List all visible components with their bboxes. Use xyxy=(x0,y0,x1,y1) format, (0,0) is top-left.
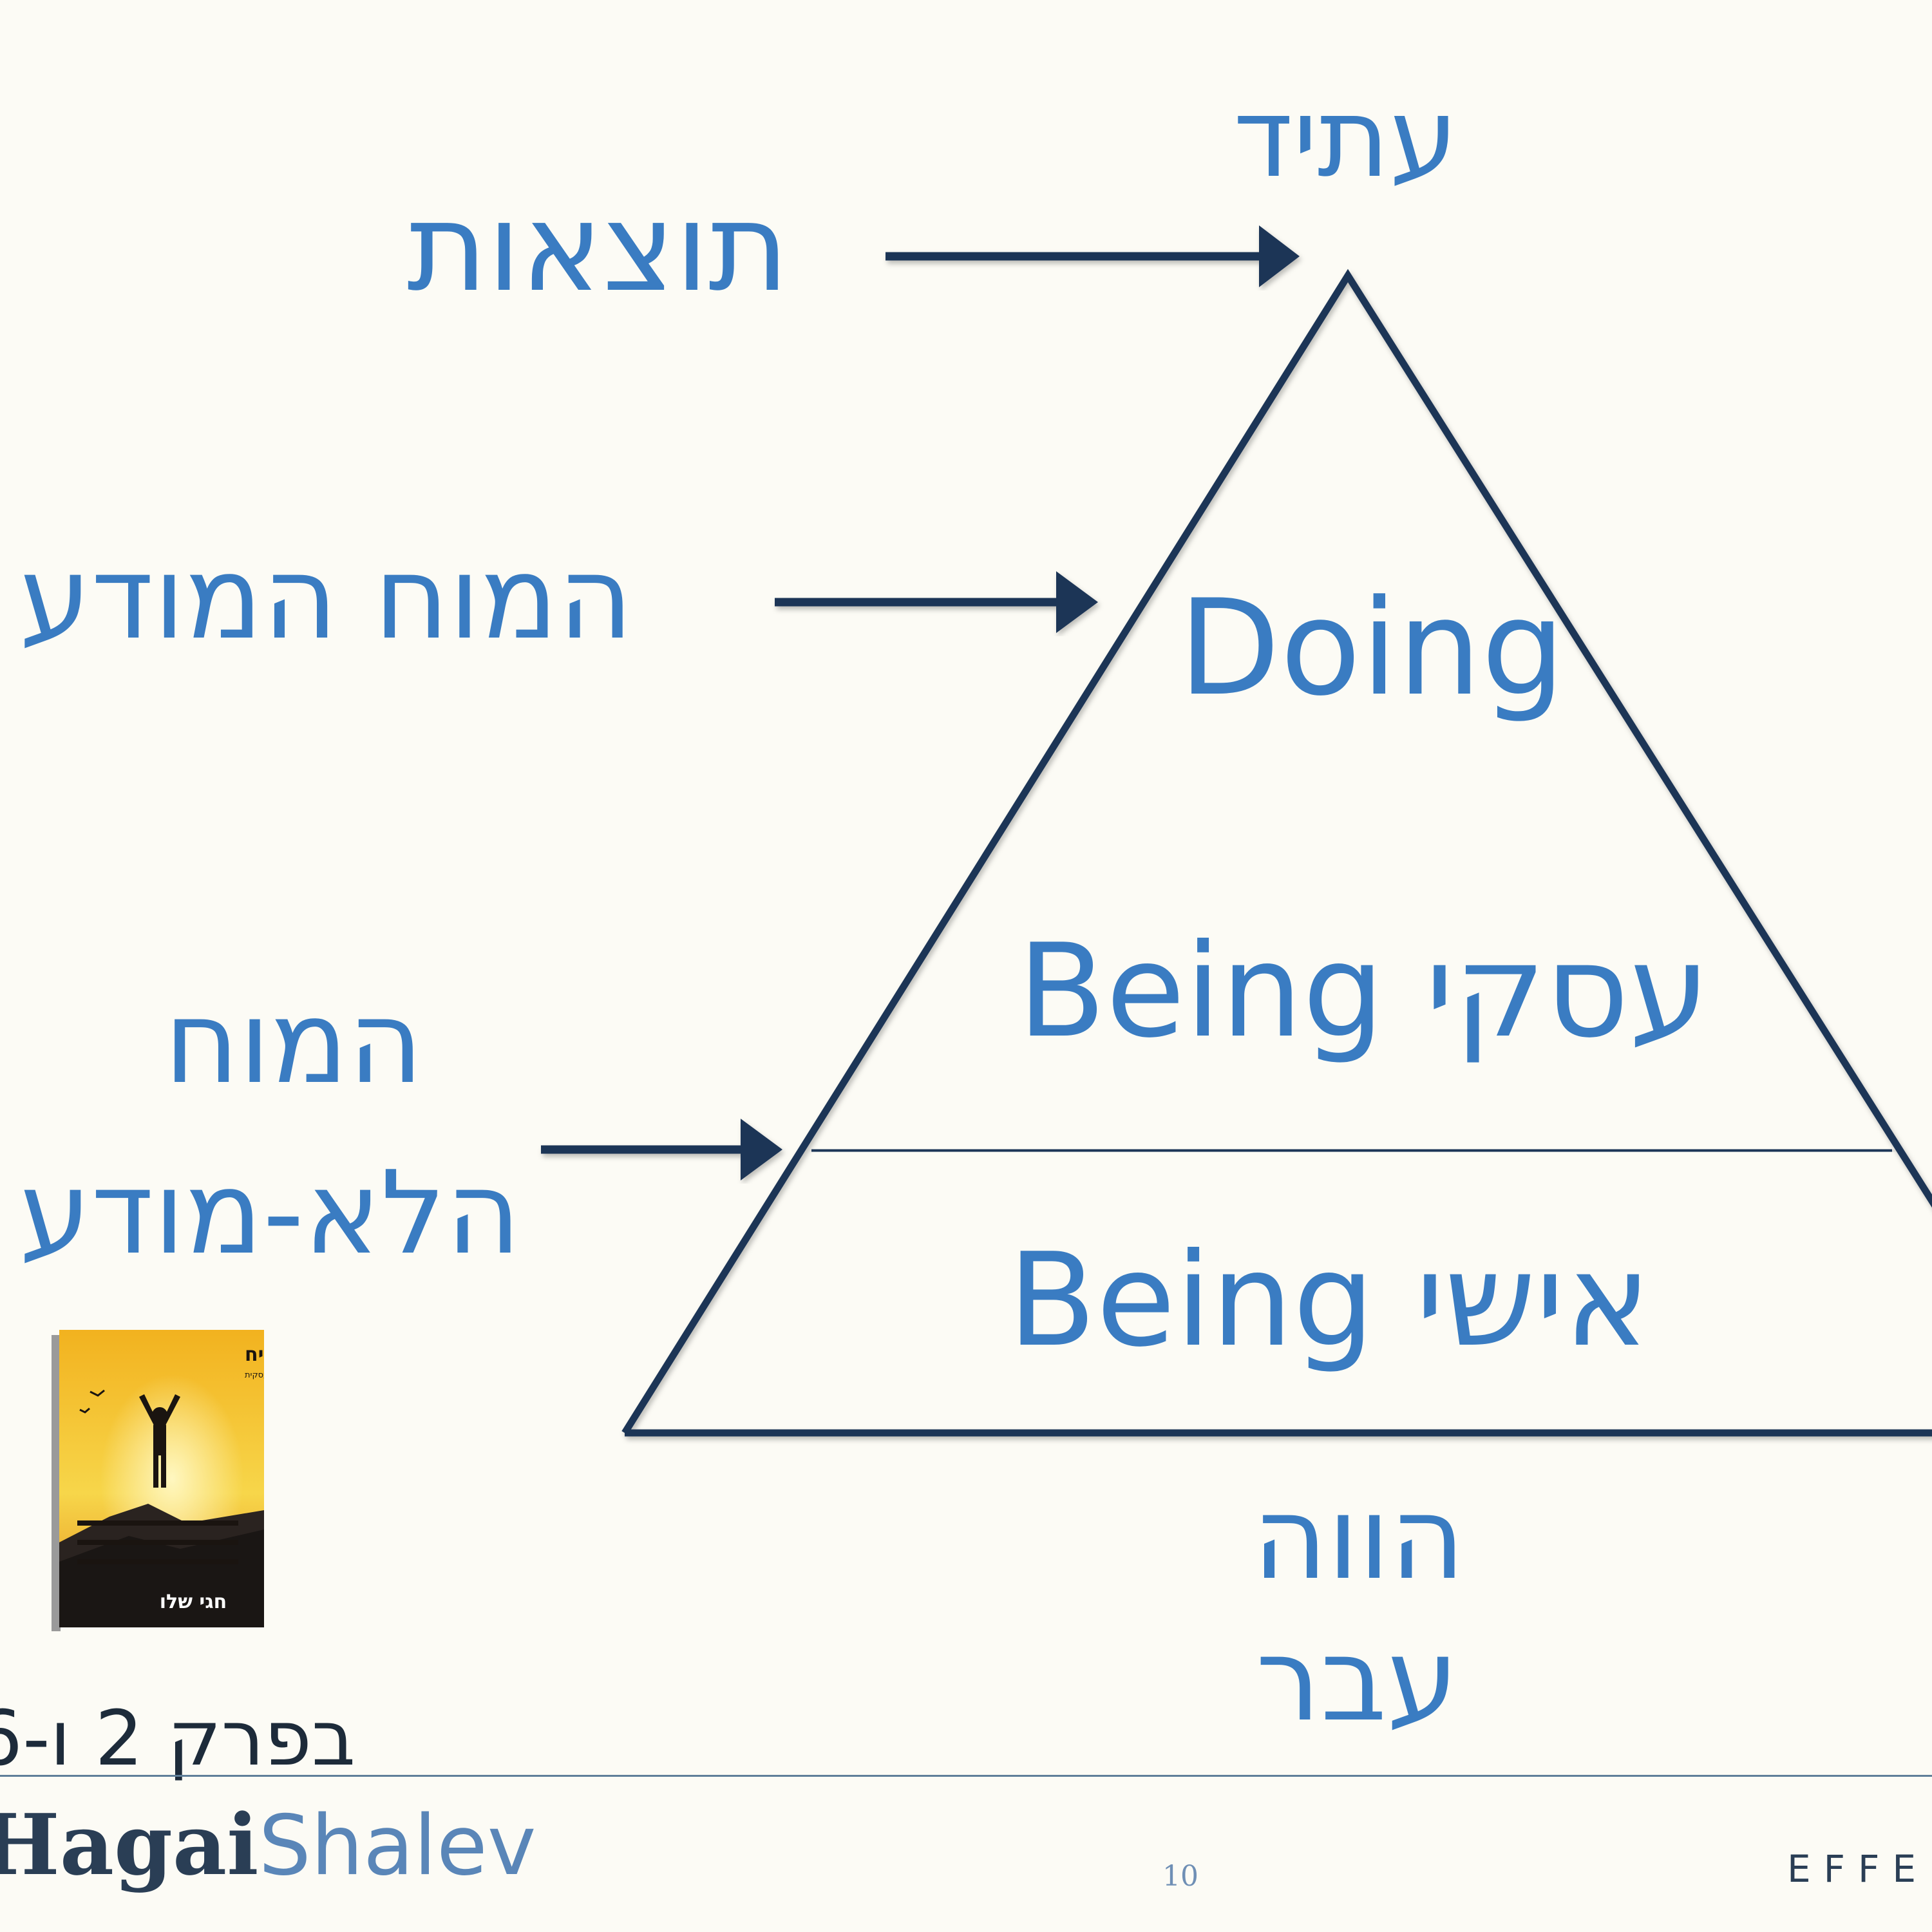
logo-first-name: Hagai xyxy=(0,1795,259,1894)
label-future: עתיד xyxy=(1233,75,1458,202)
label-present: הווה xyxy=(1253,1472,1465,1605)
book-author: חגי שלו xyxy=(160,1591,227,1613)
label-results: תוצאות xyxy=(407,176,790,319)
pyramid-outline xyxy=(621,269,1932,1437)
label-unconscious-mind-line2: הלא-מודע xyxy=(19,1146,521,1280)
tier-doing-label: Doing xyxy=(1179,572,1566,725)
book-subtitle: מדריך האסטרטגיה להצלחה עסקית xyxy=(245,1370,264,1380)
book-cover-image: להתרגל להצליח מדריך האסטרטגיה להצלחה עסק… xyxy=(52,1330,264,1631)
chapter-reference: בפרק 2 ו-6 xyxy=(0,1694,356,1783)
book-title: להתרגל להצליח xyxy=(245,1343,264,1366)
arrow-conscious-mind xyxy=(775,571,1098,633)
footer-divider xyxy=(0,1775,1932,1777)
arrow-unconscious-mind xyxy=(541,1119,782,1180)
tier-personal-being-label: Being אישי xyxy=(1008,1226,1651,1376)
tier-divider-lower xyxy=(811,1146,1893,1155)
brand-logo: HagaiShalev xyxy=(0,1803,536,1888)
logo-last-name: Shalev xyxy=(258,1798,536,1894)
footer-tagline: EFFE xyxy=(1787,1847,1929,1891)
label-past: עבר xyxy=(1256,1613,1459,1747)
label-conscious-mind: המוח המודע xyxy=(19,531,633,665)
tier-business-being-label: Being עסקי xyxy=(1018,916,1710,1066)
page-number: 10 xyxy=(1162,1860,1198,1893)
arrow-results xyxy=(886,225,1300,287)
label-unconscious-mind-line1: המוח xyxy=(164,976,423,1109)
